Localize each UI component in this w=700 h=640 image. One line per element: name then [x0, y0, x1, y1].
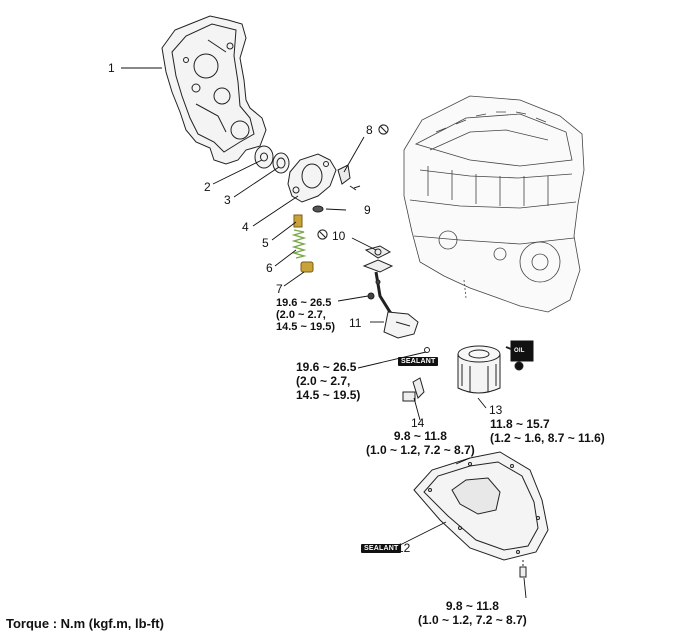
strainer-bolt [367, 279, 381, 300]
callout-10: 10 [332, 229, 346, 243]
torque-kgfm: (2.0 ~ 2.7, [276, 309, 326, 321]
torque-spec-oil-pan-upper: 9.8 ~ 11.8 (1.0 ~ 1.2, 7.2 ~ 8.7) [366, 429, 475, 457]
oil-pressure-switch [337, 164, 361, 191]
torque-spec-strainer: 19.6 ~ 26.5 (2.0 ~ 2.7, 14.5 ~ 19.5) [276, 297, 335, 333]
prohibition-icon [317, 229, 328, 240]
torque-spec-oil-filter: 11.8 ~ 15.7 (1.2 ~ 1.6, 8.7 ~ 11.6) [490, 417, 605, 445]
o-ring [312, 205, 324, 213]
torque-value: 19.6 ~ 26.5 [276, 297, 332, 309]
oil-pump-inner-rotor [254, 145, 274, 169]
callout-3: 3 [224, 193, 231, 207]
oil-level-sensor [402, 347, 430, 402]
torque-kgfm: (2.0 ~ 2.7, [296, 374, 351, 388]
callout-11: 11 [349, 316, 362, 330]
callout-5: 5 [262, 236, 269, 250]
oil-can-icon [505, 340, 534, 371]
callout-8: 8 [366, 123, 373, 137]
engine-block [403, 95, 585, 313]
sealant-tag: SEALANT [361, 544, 402, 553]
oil-pan-bolt [519, 560, 527, 578]
torque-value: 9.8 ~ 11.8 [393, 429, 447, 443]
callout-6: 6 [266, 261, 273, 275]
torque-spec-oil-pan-bolt: 9.8 ~ 11.8 (1.0 ~ 1.2, 7.2 ~ 8.7) [418, 599, 527, 627]
callout-1: 1 [108, 61, 115, 75]
callout-9: 9 [364, 203, 371, 217]
torque-kgfm-lbft: (1.0 ~ 1.2, 7.2 ~ 8.7) [366, 443, 475, 457]
callout-13: 13 [489, 403, 503, 417]
oil-strainer [362, 259, 419, 339]
relief-plug [300, 261, 314, 273]
torque-spec-sensor: 19.6 ~ 26.5 (2.0 ~ 2.7, 14.5 ~ 19.5) [296, 360, 360, 402]
strainer-gasket [364, 245, 392, 259]
torque-value: 9.8 ~ 11.8 [445, 599, 499, 613]
sealant-tag: SEALANT [398, 357, 439, 366]
oil-filter [457, 345, 501, 394]
relief-plunger [293, 214, 303, 228]
torque-lbft: 14.5 ~ 19.5) [276, 321, 336, 333]
torque-legend: Torque : N.m (kgf.m, lb-ft) [6, 616, 164, 631]
torque-lbft: 14.5 ~ 19.5) [296, 388, 361, 402]
callout-14: 14 [411, 416, 425, 430]
callout-4: 4 [242, 220, 249, 234]
callout-7: 7 [276, 282, 283, 296]
oil-tag: OIL [514, 348, 525, 354]
oil-pan [413, 451, 549, 561]
torque-value: 19.6 ~ 26.5 [296, 360, 357, 374]
leader-lines [121, 67, 527, 599]
oil-pump-outer-rotor [272, 152, 290, 174]
oil-pump-cover [287, 153, 337, 203]
torque-kgfm-lbft: (1.2 ~ 1.6, 8.7 ~ 11.6) [490, 431, 605, 445]
torque-kgfm-lbft: (1.0 ~ 1.2, 7.2 ~ 8.7) [418, 613, 527, 627]
callout-2: 2 [204, 180, 211, 194]
prohibition-icon [378, 124, 389, 135]
relief-spring [291, 229, 307, 259]
timing-chain-cover [161, 15, 267, 165]
torque-value: 11.8 ~ 15.7 [490, 417, 550, 431]
